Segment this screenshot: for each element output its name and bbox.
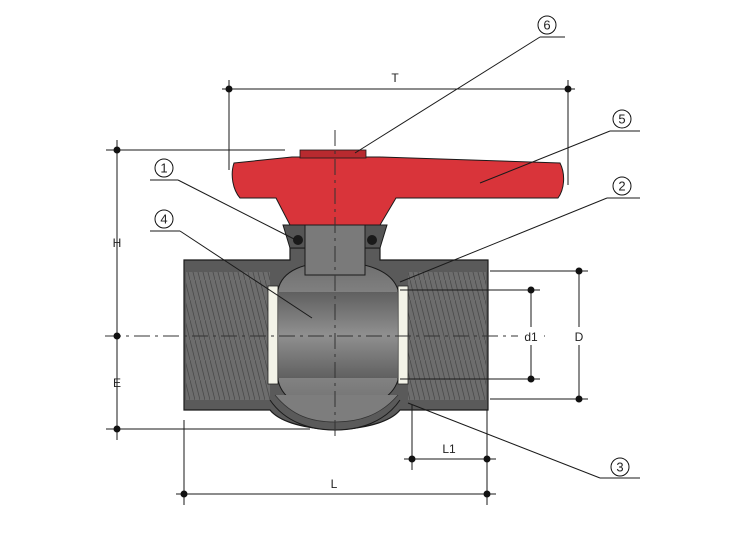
callout-5-number: 5 <box>618 112 625 127</box>
label-L: L <box>331 477 338 491</box>
callout-1-number: 1 <box>160 161 167 176</box>
dimension-H-E: H E <box>106 140 310 440</box>
callout-6: 6 <box>354 15 565 154</box>
label-E: E <box>113 376 121 390</box>
oring-left <box>293 235 303 245</box>
callout-2-number: 2 <box>618 179 625 194</box>
callout-6-number: 6 <box>543 18 550 33</box>
label-d1: d1 <box>524 330 538 344</box>
callout-1: 1 <box>150 158 297 241</box>
label-T: T <box>391 71 399 85</box>
left-seat <box>267 285 279 385</box>
dimension-D: D <box>490 267 588 403</box>
callout-4-number: 4 <box>160 212 167 227</box>
label-L1: L1 <box>442 442 456 456</box>
label-H: H <box>113 236 122 250</box>
callout-2: 2 <box>399 176 640 283</box>
callout-3-number: 3 <box>616 460 623 475</box>
dimension-L1: L1 <box>404 405 496 505</box>
handle <box>231 149 565 226</box>
dimension-T: T <box>222 71 575 185</box>
right-seat <box>397 285 409 385</box>
callout-3: 3 <box>407 402 640 479</box>
label-D: D <box>575 330 584 344</box>
dimension-d1: d1 <box>400 286 544 383</box>
callout-5: 5 <box>479 109 640 184</box>
oring-right <box>367 235 377 245</box>
dimension-L: L <box>176 420 496 505</box>
callout-4: 4 <box>150 209 313 319</box>
